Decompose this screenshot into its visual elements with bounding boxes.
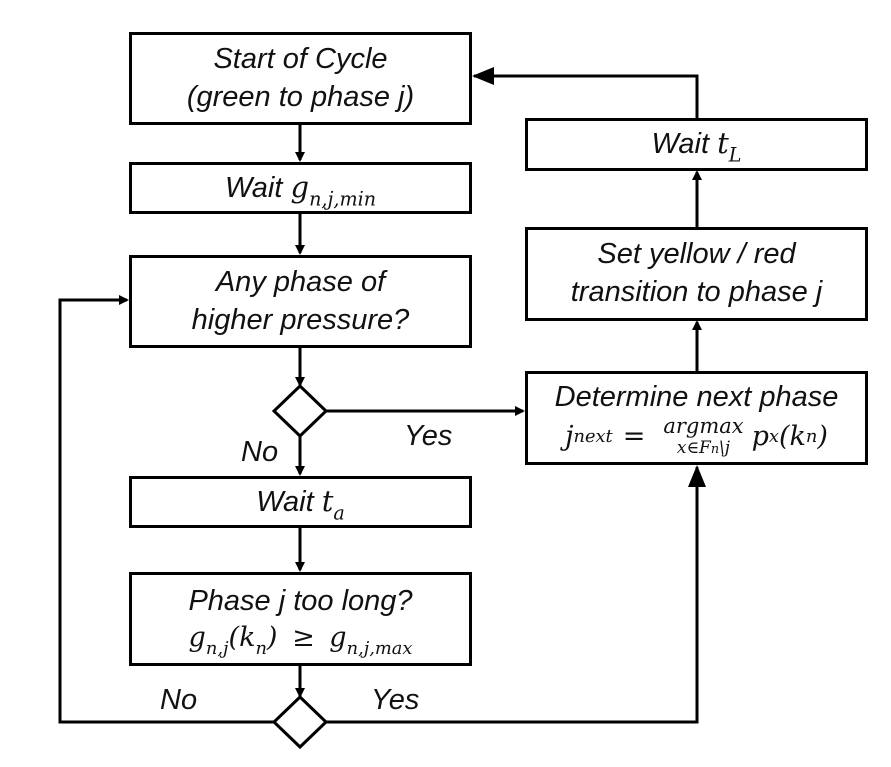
too-long-box: Phase j too long? gn,j(kn) ≥ gn,j,max xyxy=(129,572,472,666)
wait-g-min-symbol: g xyxy=(290,169,310,204)
start-of-cycle-box: Start of Cycle (green to phase j) xyxy=(129,32,472,125)
too-long-g1-sub: n,j xyxy=(205,638,229,660)
label-yes-2: Yes xyxy=(371,684,420,716)
wait-tl-symbol: t xyxy=(717,126,729,161)
arrow-no-loop-back xyxy=(58,295,274,724)
next-phase-argmax-sub: x∈F xyxy=(676,438,711,459)
decision-diamond-1 xyxy=(271,383,329,439)
wait-tl-prefix: Wait xyxy=(651,128,718,161)
wait-tl-subscript: L xyxy=(728,143,742,167)
start-line1: Start of Cycle xyxy=(213,42,388,75)
too-long-paren-close: ) xyxy=(266,622,278,654)
wait-ta-box: Wait ta xyxy=(129,476,472,528)
start-line2: (green to phase j) xyxy=(186,80,415,113)
set-transition-line2: transition to phase j xyxy=(570,276,823,308)
any-phase-line1: Any phase of xyxy=(215,265,386,298)
next-phase-paren-open: ( xyxy=(778,421,790,453)
too-long-g1: g xyxy=(188,622,206,654)
any-phase-line2: higher pressure? xyxy=(191,303,410,336)
too-long-k-sub: n xyxy=(255,638,267,660)
next-phase-equals: = xyxy=(622,421,646,453)
wait-ta-prefix: Wait xyxy=(256,485,322,518)
next-phase-j: j xyxy=(565,421,574,453)
too-long-paren-open: ( xyxy=(228,622,240,654)
set-transition-box: Set yellow / red transition to phase j xyxy=(525,227,868,321)
set-transition-line1: Set yellow / red xyxy=(597,238,796,271)
next-phase-p: p xyxy=(751,421,769,453)
wait-tl-box: Wait tL xyxy=(525,118,868,171)
too-long-g2: g xyxy=(329,622,347,654)
arrow-yes-to-next-phase xyxy=(326,465,706,724)
arrow-wait-tl-to-start xyxy=(472,67,699,119)
wait-g-min-box: Wait gn,j,min xyxy=(129,162,472,214)
too-long-k: k xyxy=(239,622,256,654)
any-phase-box: Any phase of higher pressure? xyxy=(129,255,472,348)
wait-g-min-subscript: n,j,min xyxy=(309,187,377,211)
next-phase-argmax-sub3: \j xyxy=(719,438,731,459)
next-phase-argmax-label: argmax xyxy=(663,414,744,439)
next-phase-paren-close: ) xyxy=(817,421,828,453)
label-yes-1: Yes xyxy=(404,420,453,452)
too-long-g2-sub: n,j,max xyxy=(346,638,413,660)
next-phase-k: k xyxy=(789,421,806,453)
label-no-2: No xyxy=(160,684,198,716)
label-no-1: No xyxy=(241,436,279,468)
wait-ta-subscript: a xyxy=(333,501,345,525)
wait-ta-symbol: t xyxy=(321,483,334,518)
next-phase-line1: Determine next phase xyxy=(554,380,839,413)
too-long-operator: ≥ xyxy=(292,622,315,654)
next-phase-argmax-sub2: n xyxy=(710,442,720,458)
wait-g-min-prefix: Wait xyxy=(224,171,291,204)
decision-diamond-2 xyxy=(271,694,329,750)
too-long-line1: Phase j too long? xyxy=(188,584,413,617)
next-phase-argmax: argmax x∈Fn\j xyxy=(663,416,743,457)
